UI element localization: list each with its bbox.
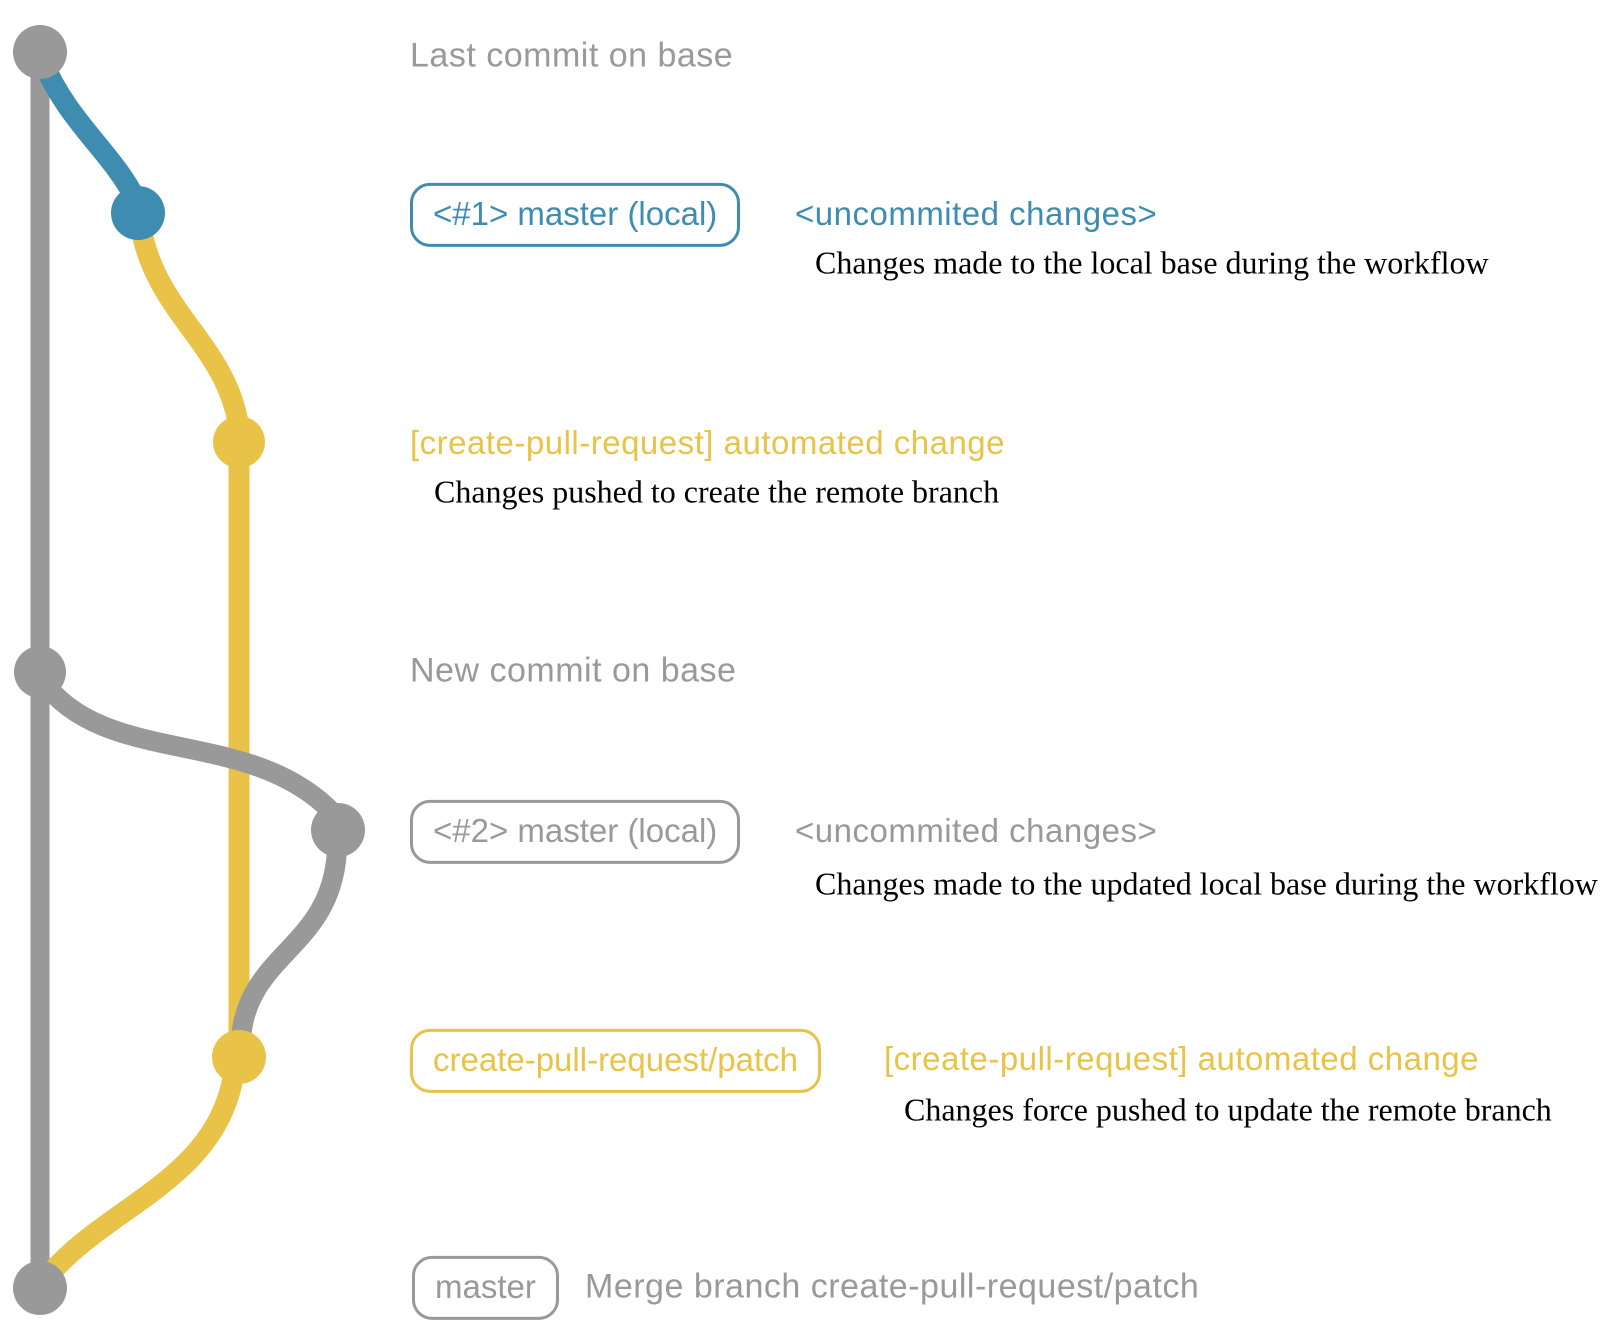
last-commit-title: Last commit on base [410,36,734,75]
cpr-force-push-title: [create-pull-request] automated change [884,1040,1480,1077]
cpr-push-title: [create-pull-request] automated change [410,424,1006,461]
local-master-2-badge: <#2> master (local) [410,799,741,865]
merge-message: Merge branch create-pull-request/patch [585,1267,1200,1306]
local-master-1-badge: <#1> master (local) [410,182,741,248]
local-master-2-note: <uncommited changes> [795,812,1158,849]
branch-local-master-1-curve [31,49,146,209]
master-badge: master [412,1255,559,1321]
commit-node-last-base [13,25,67,79]
cpr-force-push-description: Changes force pushed to update the remot… [904,1091,1552,1128]
cpr-push-description: Changes pushed to create the remote bran… [434,473,1000,510]
commit-node-merge [13,1261,67,1315]
branch-local-2-to-patch-curve [231,840,347,1048]
local-master-1-note: <uncommited changes> [795,195,1158,232]
commit-node-local-master-2 [311,803,365,857]
branch-patch-merge-curve [39,1067,244,1285]
patch-branch-badge: create-pull-request/patch [410,1028,822,1094]
commit-node-new-base [14,646,66,698]
commit-node-patch-created [213,416,265,468]
commit-node-local-master-1 [111,186,165,240]
new-commit-title: New commit on base [410,651,737,690]
branch-local-master-2-curve [32,670,342,822]
local-master-2-description: Changes made to the updated local base d… [815,865,1598,902]
commit-node-patch-updated [212,1030,266,1084]
branch-patch-creation-curve [130,217,249,433]
local-master-1-description: Changes made to the local base during th… [815,244,1489,281]
